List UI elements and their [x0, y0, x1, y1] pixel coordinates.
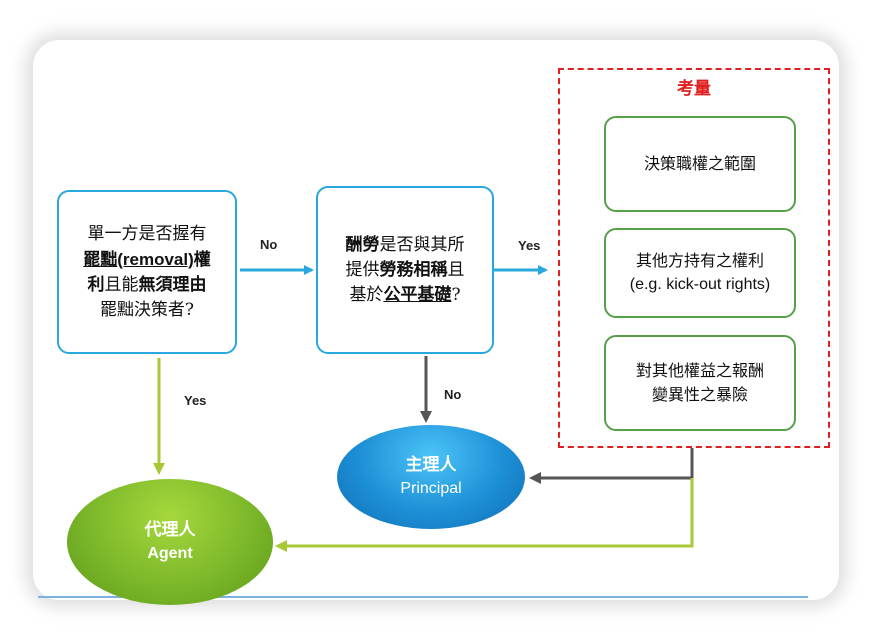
q2-line2: 提供勞務相稱且 [346, 258, 465, 283]
q1-line4: 罷黜決策者? [99, 299, 195, 320]
considerations-title: 考量 [677, 79, 711, 99]
q1-removal-zh: 罷黜 [83, 249, 118, 270]
label-q2-no: No [444, 387, 462, 402]
outcome-agent: 代理人 Agent [67, 479, 273, 605]
considerations-zone [558, 68, 830, 448]
q2-arms-length: 公平基礎 [383, 284, 452, 305]
q1-line1: 單一方是否握有 [87, 223, 207, 244]
consideration-1-text: 決策職權之範圍 [643, 154, 756, 173]
consideration-3-line1: 對其他權益之報酬 [635, 361, 764, 380]
question-box-remuneration: 酬勞是否與其所 提供勞務相稱且 基於公平基礎? [316, 186, 494, 354]
q2-line1-rest: 是否與其所 [379, 234, 465, 255]
q1-and-can: 且能 [104, 274, 139, 295]
consideration-decision-scope: 決策職權之範圍 [604, 116, 796, 212]
q2-provide: 提供 [345, 259, 380, 280]
outcome-principal: 主理人 Principal [337, 425, 525, 529]
q2-remuneration: 酬勞 [345, 234, 380, 255]
consideration-3-line2: 變異性之暴險 [651, 385, 748, 404]
q2-line3: 基於公平基礎? [346, 283, 465, 308]
agent-zh: 代理人 [144, 520, 196, 539]
q1-without-cause: 無須理由 [138, 274, 207, 295]
q2-and: 且 [447, 259, 465, 280]
label-q2-yes: Yes [518, 238, 541, 253]
bottom-divider [38, 596, 808, 598]
consideration-variability-exposure: 對其他權益之報酬 變異性之暴險 [604, 335, 796, 431]
q1-removal-en: (removal) [117, 249, 194, 269]
q1-line2: 罷黜(removal)權 [83, 247, 211, 273]
consideration-2-line2: (e.g. kick-out rights) [629, 276, 771, 293]
q1-right-2: 利 [87, 274, 105, 295]
arrow-considerations-agent [275, 478, 694, 552]
principal-zh: 主理人 [405, 455, 457, 474]
label-q1-yes: Yes [184, 393, 207, 408]
q2-commensurate: 勞務相稱 [379, 259, 448, 280]
question-box-removal-rights: 單一方是否握有 罷黜(removal)權 利且能無須理由 罷黜決策者? [57, 190, 237, 354]
q2-line1: 酬勞是否與其所 [346, 233, 465, 258]
consideration-2-line1: 其他方持有之權利 [635, 251, 764, 270]
label-q1-no: No [260, 237, 278, 252]
agent-en: Agent [147, 545, 193, 562]
q2-question-mark: ? [451, 284, 461, 305]
principal-en: Principal [400, 480, 462, 497]
q2-based-on: 基於 [349, 284, 384, 305]
consideration-other-rights: 其他方持有之權利 (e.g. kick-out rights) [604, 228, 796, 318]
q1-line3: 利且能無須理由 [83, 273, 211, 298]
q1-right-1: 權 [193, 249, 211, 270]
arrow-considerations-principal [529, 448, 694, 484]
